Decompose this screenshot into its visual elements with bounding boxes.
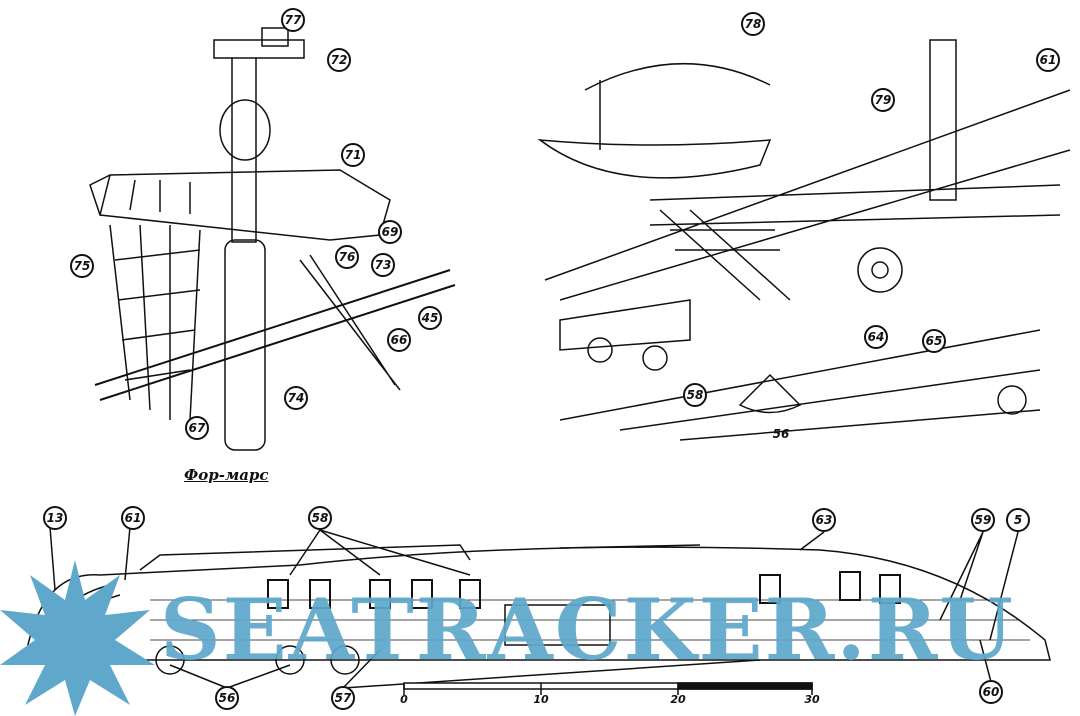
callout-76: 76 <box>335 245 359 269</box>
callout-74: 74 <box>284 386 308 410</box>
callout-56-profile: 56 <box>215 686 239 710</box>
callout-63: 63 <box>812 508 836 532</box>
fore-top-drawing <box>89 27 456 451</box>
callout-45: 45 <box>418 306 442 330</box>
callout-58-profile: 58 <box>308 506 332 530</box>
scale-tick-20: 20 <box>670 693 686 706</box>
callout-5: 5 <box>1006 508 1030 532</box>
callout-72: 72 <box>327 48 351 72</box>
watermark-text: SEATRACKER.RU <box>160 580 1015 679</box>
callout-61: 61 <box>1036 48 1060 72</box>
scale-tick-0: 0 <box>400 693 408 706</box>
callout-71: 71 <box>341 143 365 167</box>
callout-61-profile: 61 <box>121 506 145 530</box>
profile-drawing <box>24 526 1051 689</box>
deck-view-drawing <box>537 39 1071 441</box>
callout-79: 79 <box>871 88 895 112</box>
fore-top-caption: Фор-марс <box>184 466 269 484</box>
callout-59: 59 <box>971 508 995 532</box>
scale-bar <box>403 682 813 695</box>
callout-66: 66 <box>387 328 411 352</box>
callout-78: 78 <box>741 12 765 36</box>
callout-58: 58 <box>683 383 707 407</box>
callout-57: 57 <box>331 686 355 710</box>
callout-13: 13 <box>43 506 67 530</box>
callout-67: 67 <box>185 416 209 440</box>
callout-77: 77 <box>281 8 305 32</box>
callout-64: 64 <box>864 325 888 349</box>
callout-75: 75 <box>70 254 94 278</box>
callout-73: 73 <box>371 253 395 277</box>
watermark-star-icon <box>0 560 155 716</box>
callout-69: 69 <box>378 220 402 244</box>
scale-tick-30: 30 <box>804 693 820 706</box>
callout-60: 60 <box>979 680 1003 704</box>
scale-tick-10: 10 <box>533 693 549 706</box>
callout-65: 65 <box>922 329 946 353</box>
label-56: 56 <box>772 427 790 441</box>
